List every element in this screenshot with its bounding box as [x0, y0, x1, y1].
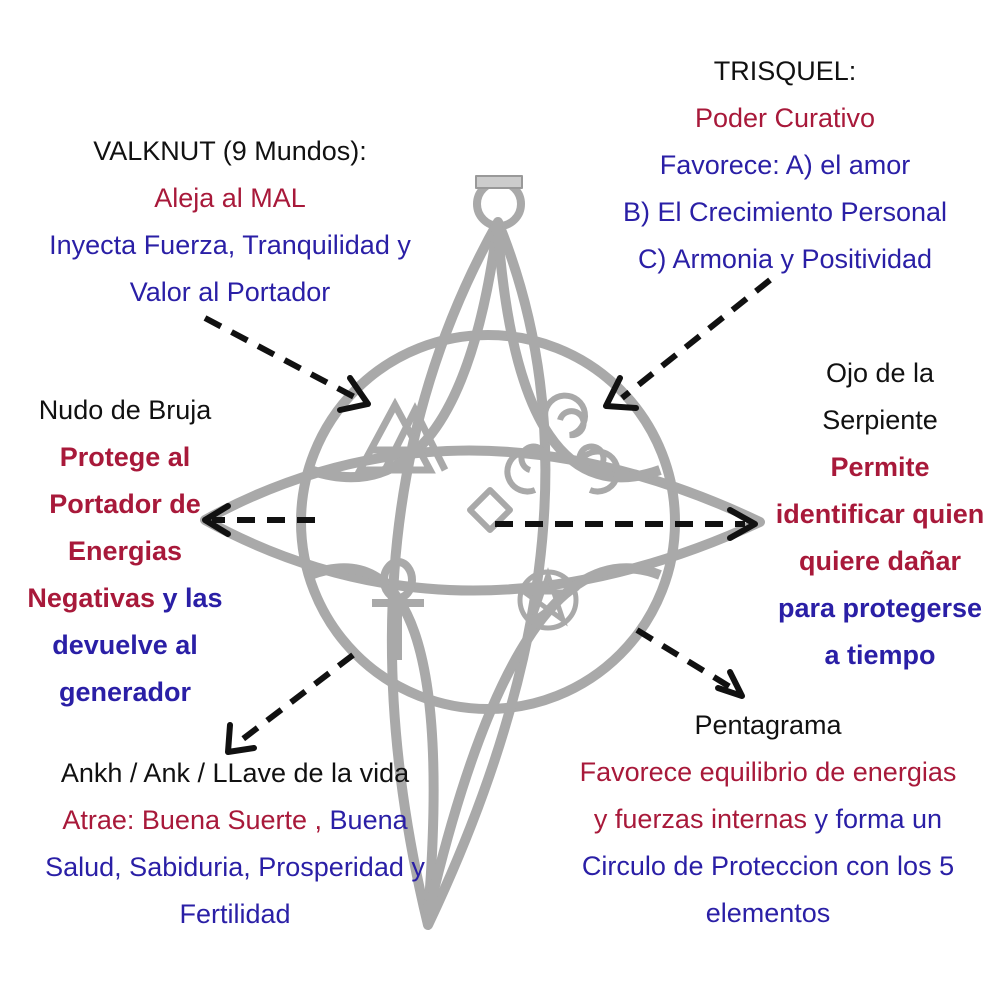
ojo-title-1: Ojo de la [825, 358, 935, 388]
arrow-trisquel [620, 277, 772, 401]
trisquel-line-1: Poder Curativo [694, 103, 876, 133]
pentagrama-line-2a: y fuerzas internas [593, 804, 808, 834]
ojo-line-1: Permite [830, 452, 930, 482]
nudo-line-4b: y las [155, 583, 223, 613]
nudo-line-4: Negativas y las [5, 575, 245, 622]
nudo-title: Nudo de Bruja [38, 395, 212, 425]
ankh-line-1: Atrae: Buena Suerte , Buena [10, 797, 460, 844]
arrowhead-pentagrama [715, 669, 745, 699]
pentagrama-line-4: elementos [705, 898, 831, 928]
pentagrama-line-2: y fuerzas internas y forma un [548, 796, 988, 843]
arrowhead-ankh [225, 722, 257, 755]
trisquel-line-2: Favorece: A) el amor [659, 150, 911, 180]
ankh-line-2: Salud, Sabiduria, Prosperidad y [45, 852, 425, 882]
nudo-line-5: devuelve al [52, 630, 198, 660]
knot-line-2 [493, 231, 662, 483]
nudo-label: Nudo de Bruja Protege al Portador de Ene… [5, 387, 245, 716]
trisquel-title: TRISQUEL: [713, 56, 857, 86]
ankh-line-1b: Buena [322, 805, 408, 835]
pentagram-symbol [516, 567, 580, 631]
ojo-line-3: quiere dañar [798, 546, 962, 576]
ankh-symbol [372, 558, 424, 660]
knot-line-3 [308, 563, 439, 916]
ankh-title: Ankh / Ank / LLave de la vida [60, 758, 410, 788]
valknut-line-3: Valor al Portador [129, 277, 331, 307]
trisquel-label: TRISQUEL: Poder Curativo Favorece: A) el… [585, 48, 985, 283]
center-diamond [467, 487, 513, 533]
trisquel-line-3: B) El Crecimiento Personal [622, 197, 948, 227]
nudo-line-4a: Negativas [27, 583, 155, 613]
nudo-line-3: Energias [67, 536, 183, 566]
ankh-line-1a: Atrae: Buena Suerte , [62, 805, 323, 835]
horizontal-loop [200, 445, 765, 596]
ojo-title-2: Serpiente [822, 405, 938, 435]
ojo-line-5: a tiempo [824, 640, 936, 670]
nudo-line-2: Portador de [49, 489, 201, 519]
arrowhead-trisquel [603, 375, 639, 411]
ankh-line-3: Fertilidad [179, 899, 291, 929]
trisquel-symbol [504, 392, 621, 495]
arrowhead-nudo [202, 503, 231, 537]
arrow-ankh [233, 652, 355, 748]
nudo-line-6: generador [58, 677, 192, 707]
nudo-line-1: Protege al [59, 442, 191, 472]
ojo-line-2: identificar quien [775, 499, 985, 529]
arrowhead-valknut [337, 375, 371, 413]
knot-line-1 [308, 221, 503, 483]
pendant-clasp [475, 175, 523, 189]
arrow-pentagrama [635, 627, 737, 693]
arrowhead-ojo [727, 507, 758, 541]
trisquel-line-4: C) Armonia y Positividad [637, 244, 933, 274]
valknut-symbol [354, 397, 449, 474]
pentagrama-line-1: Favorece equilibrio de energias [579, 757, 957, 787]
pentagrama-line-2b: y forma un [807, 804, 943, 834]
pentagrama-title: Pentagrama [694, 710, 842, 740]
pentagrama-label: Pentagrama Favorece equilibrio de energi… [548, 702, 988, 937]
ojo-label: Ojo de la Serpiente Permite identificar … [760, 350, 1000, 679]
ankh-label: Ankh / Ank / LLave de la vida Atrae: Bue… [10, 750, 460, 938]
ojo-line-4: para protegerse [777, 593, 983, 623]
valknut-line-1: Aleja al MAL [154, 183, 306, 213]
knot-line-4 [423, 563, 662, 917]
pentagrama-line-3: Circulo de Proteccion con los 5 [581, 851, 955, 881]
valknut-line-2: Inyecta Fuerza, Tranquilidad y [49, 230, 411, 260]
valknut-title: VALKNUT (9 Mundos): [93, 136, 367, 166]
valknut-label: VALKNUT (9 Mundos): Aleja al MAL Inyecta… [20, 128, 440, 316]
